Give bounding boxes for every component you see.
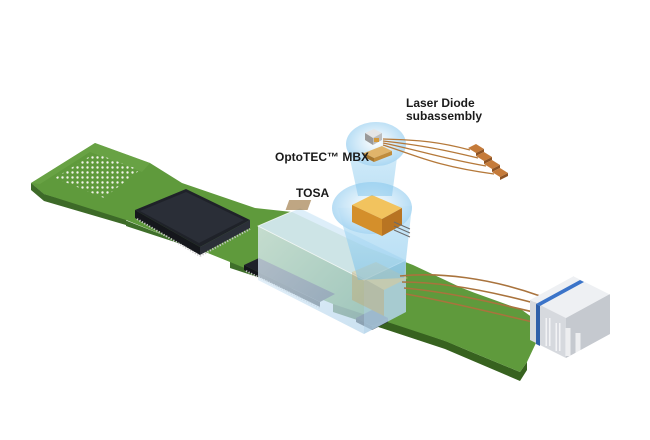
- tosa-icon: [285, 195, 411, 238]
- laser-diode-label-line1: Laser Diode: [406, 96, 475, 110]
- laser-diode-icon: [365, 129, 382, 145]
- optical-connector-icon: [530, 275, 611, 358]
- optotec-mbx-icon: [364, 146, 392, 162]
- bga-pad-array: [55, 153, 140, 198]
- laser-diode-label: Laser Diode subassembly: [406, 97, 482, 123]
- laser-diode-leads: [382, 138, 495, 175]
- tosa-label: TOSA: [296, 186, 330, 200]
- processor-chip: [135, 189, 251, 257]
- lead-terminals: [468, 144, 508, 180]
- laser-diode-label-line2: subassembly: [406, 109, 483, 123]
- optotec-mbx-label: OptoTEC™ MBX: [275, 150, 369, 164]
